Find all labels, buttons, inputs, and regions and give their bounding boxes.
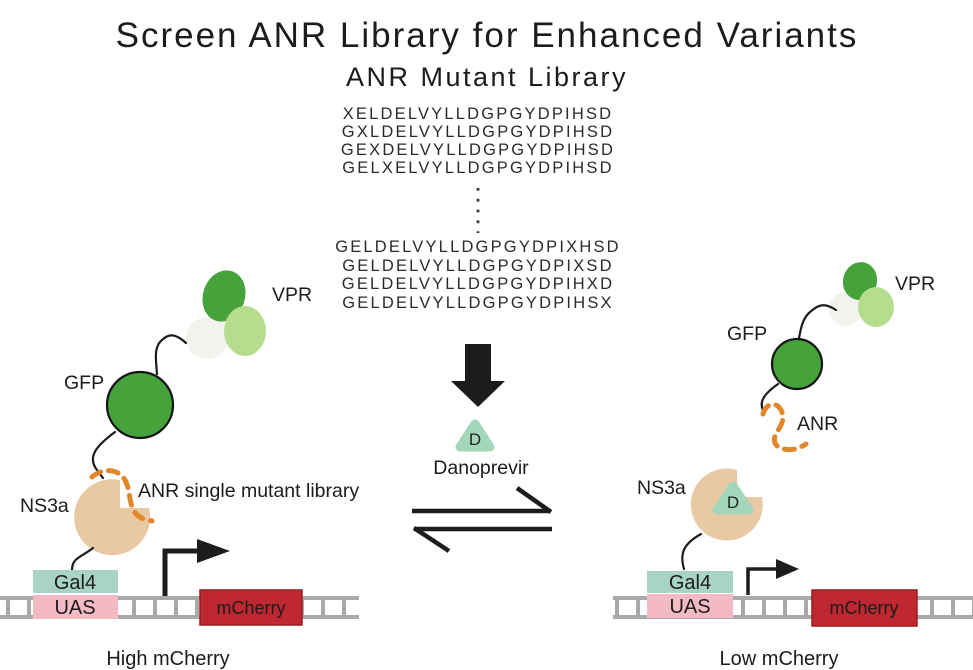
vpr-light-subunit bbox=[224, 306, 266, 356]
dna-rail-bottom bbox=[0, 615, 359, 619]
drug-addition: D Danoprevir bbox=[433, 344, 529, 479]
gal4-label: Gal4 bbox=[669, 572, 711, 594]
uas-box bbox=[33, 595, 118, 619]
drug-letter: D bbox=[469, 430, 481, 449]
sequence-line: GELDELVYLLDGPGYDPIHXD bbox=[342, 275, 614, 293]
dna-rail-top bbox=[0, 596, 359, 600]
mcherry-label: mCherry bbox=[829, 598, 898, 618]
ns3a-label: NS3a bbox=[637, 477, 686, 499]
ns3a-pacman bbox=[74, 479, 151, 556]
mcherry-box bbox=[199, 589, 303, 626]
right-complex: VPR GFP ANR D NS3a Gal4 UAS mCherry Low … bbox=[637, 262, 935, 670]
low-mcherry-caption: Low mCherry bbox=[720, 648, 839, 670]
sequence-line: GELDELVYLLDGPGYDPIHSX bbox=[342, 294, 613, 312]
vpr-light-subunit bbox=[858, 287, 894, 327]
uas-label: UAS bbox=[669, 596, 710, 618]
transcription-arrow-head bbox=[776, 559, 799, 579]
down-arrow-icon bbox=[451, 344, 505, 407]
danoprevir-triangle-icon bbox=[712, 481, 754, 515]
gfp-label: GFP bbox=[727, 323, 767, 345]
vpr-gfp-linker bbox=[797, 304, 838, 340]
sequence-line: GELXELVYLLDGPGYDPIHSD bbox=[342, 159, 613, 177]
vpr-pale-subunit bbox=[186, 317, 228, 359]
danoprevir-triangle-icon bbox=[455, 419, 495, 452]
drug-name-label: Danoprevir bbox=[433, 457, 529, 479]
equilibrium-top-head bbox=[515, 486, 553, 514]
gal4-box bbox=[647, 571, 733, 593]
page-subtitle: ANR Mutant Library bbox=[346, 62, 628, 92]
gfp-circle bbox=[105, 370, 175, 440]
uas-label: UAS bbox=[54, 597, 95, 619]
high-mcherry-caption: High mCherry bbox=[106, 648, 229, 670]
transcription-arrow-shaft bbox=[162, 548, 199, 596]
anr-dashed-peptide bbox=[89, 468, 155, 524]
vpr-dark-subunit bbox=[202, 270, 246, 322]
sequence-line: GEXDELVYLLDGPGYDPIHSD bbox=[341, 141, 615, 159]
anr-label: ANR bbox=[797, 413, 838, 435]
mutant-library-sequences: XELDELVYLLDGPGYDPIHSD GXLDELVYLLDGPGYDPI… bbox=[335, 105, 621, 312]
ns3a-gal4-linker bbox=[70, 546, 95, 572]
gal4-box bbox=[33, 570, 118, 593]
sequence-line: GELDELVYLLDGPGYDPIXHSD bbox=[335, 238, 621, 256]
sequence-line: XELDELVYLLDGPGYDPIHSD bbox=[343, 105, 614, 123]
sequence-line: GXLDELVYLLDGPGYDPIHSD bbox=[342, 123, 614, 141]
dna-rail-bottom bbox=[613, 615, 973, 619]
equilibrium-arrows-icon bbox=[412, 486, 553, 553]
vpr-pale-subunit bbox=[829, 292, 863, 326]
vpr-label: VPR bbox=[272, 284, 312, 306]
transcription-arrow-head bbox=[197, 539, 230, 563]
ns3a-label: NS3a bbox=[20, 495, 69, 517]
drug-letter: D bbox=[727, 493, 739, 512]
equilibrium-bottom-head bbox=[412, 526, 451, 553]
dna-rail-top bbox=[613, 596, 973, 600]
vpr-label: VPR bbox=[895, 273, 935, 295]
gal4-label: Gal4 bbox=[54, 572, 96, 594]
gfp-label: GFP bbox=[64, 372, 104, 394]
gfp-circle bbox=[770, 337, 824, 391]
page-title: Screen ANR Library for Enhanced Variants bbox=[116, 16, 859, 55]
uas-box bbox=[647, 594, 733, 618]
mcherry-label: mCherry bbox=[216, 598, 285, 618]
mcherry-box bbox=[811, 589, 918, 627]
left-complex: VPR GFP NS3a ANR single mutant library G… bbox=[20, 270, 359, 670]
anr-dashed-peptide bbox=[760, 401, 809, 453]
vpr-gfp-linker bbox=[154, 334, 188, 376]
transcription-arrow-shaft bbox=[746, 567, 778, 595]
sequence-line: GELDELVYLLDGPGYDPIXSD bbox=[342, 257, 613, 275]
gfp-ns3a-linker bbox=[91, 430, 117, 480]
anr-library-label: ANR single mutant library bbox=[138, 480, 359, 502]
ns3a-gal4-linker bbox=[681, 532, 703, 571]
